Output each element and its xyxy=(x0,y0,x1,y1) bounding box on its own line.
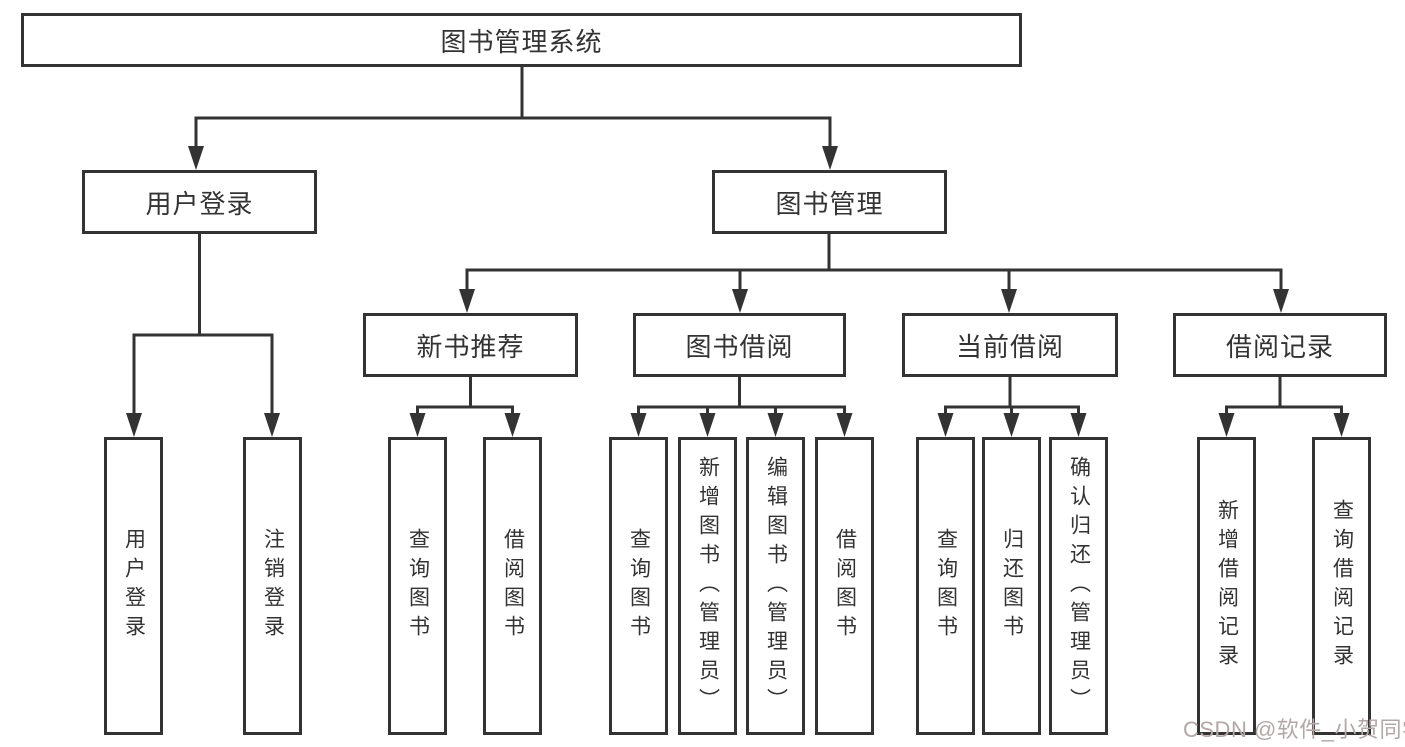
arrowhead xyxy=(836,413,853,437)
leaf-edit-books-admin: 编辑图书（管理员） xyxy=(746,437,805,735)
leaf-borrow-books: 借阅图书 xyxy=(815,437,874,735)
arrowhead xyxy=(699,413,716,437)
leaf-confirm-return-admin: 确认归还（管理员） xyxy=(1049,437,1108,735)
leaf-borrow-books-recommend: 借阅图书 xyxy=(483,437,542,735)
arrowhead xyxy=(732,289,748,313)
leaf-add-books-admin: 新增图书（管理员） xyxy=(678,437,737,735)
arrowhead xyxy=(188,146,204,170)
arrowhead xyxy=(937,413,954,437)
connector-current-borrowing-to-leaves xyxy=(937,377,1087,437)
arrowhead xyxy=(1070,413,1087,437)
arrowhead xyxy=(1333,413,1350,437)
leaf-query-books-borrowing: 查询图书 xyxy=(609,437,668,735)
leaf-query-books-recommend: 查询图书 xyxy=(388,437,447,735)
arrowhead xyxy=(409,413,426,437)
connector-book-management-to-level3 xyxy=(459,234,1289,313)
leaf-return-books: 归还图书 xyxy=(982,437,1041,735)
arrowhead xyxy=(459,289,475,313)
arrowhead xyxy=(504,413,521,437)
connector-root-to-level2 xyxy=(188,67,838,170)
arrowhead xyxy=(767,413,784,437)
connector-book-borrowing-to-leaves xyxy=(630,377,853,437)
leaf-add-borrow-record: 新增借阅记录 xyxy=(1197,437,1256,735)
arrowhead xyxy=(822,146,838,170)
node-book-borrowing: 图书借阅 xyxy=(633,313,846,377)
node-borrow-records: 借阅记录 xyxy=(1173,313,1387,377)
node-current-borrowing: 当前借阅 xyxy=(902,313,1118,377)
connector-new-book-recommend-to-leaves xyxy=(409,377,521,437)
node-library-management-system: 图书管理系统 xyxy=(21,13,1022,67)
leaf-query-books-current: 查询图书 xyxy=(916,437,975,735)
connector-user-login-to-leaves xyxy=(126,234,280,437)
arrowhead xyxy=(1273,289,1289,313)
arrowhead xyxy=(630,413,647,437)
arrowhead xyxy=(1001,289,1017,313)
arrowhead xyxy=(1218,413,1235,437)
node-new-book-recommend: 新书推荐 xyxy=(363,313,578,377)
leaf-query-borrow-record: 查询借阅记录 xyxy=(1312,437,1371,735)
leaf-logout: 注销登录 xyxy=(243,437,302,735)
leaf-user-login: 用户登录 xyxy=(104,437,163,735)
arrowhead xyxy=(264,413,280,437)
connector-borrow-records-to-leaves xyxy=(1218,377,1350,437)
arrowhead xyxy=(126,413,142,437)
node-user-login: 用户登录 xyxy=(82,170,317,234)
arrowhead xyxy=(1003,413,1020,437)
node-book-management: 图书管理 xyxy=(712,170,947,234)
csdn-watermark: CSDN @软件_小贺同学 xyxy=(1183,717,1405,742)
